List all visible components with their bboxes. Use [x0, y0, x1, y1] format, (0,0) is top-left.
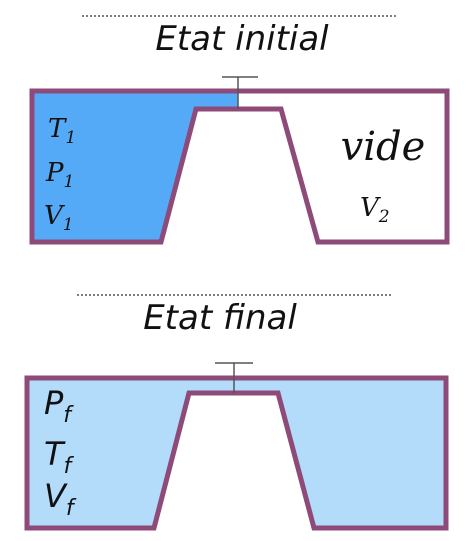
vessel-outline-final — [24, 375, 449, 531]
state-variables-final: Pf Tf Vf — [44, 384, 77, 521]
label-vide: vide — [341, 124, 426, 170]
title-initial: Etat initial — [155, 19, 329, 59]
label-p1: P1 — [45, 158, 74, 192]
title-final: Etat final — [143, 298, 297, 338]
label-v1: V1 — [44, 201, 74, 235]
state-variables-initial: T1 P1 V1 — [44, 114, 76, 235]
vessel-outline-initial — [29, 88, 450, 245]
label-pf: Pf — [44, 384, 74, 428]
label-tf: Tf — [44, 435, 75, 479]
gas-region-initial — [32, 91, 238, 242]
gas-region-final — [27, 378, 446, 528]
label-v2: V2 — [360, 193, 390, 227]
label-vf: Vf — [44, 477, 77, 521]
label-t1: T1 — [48, 114, 76, 148]
